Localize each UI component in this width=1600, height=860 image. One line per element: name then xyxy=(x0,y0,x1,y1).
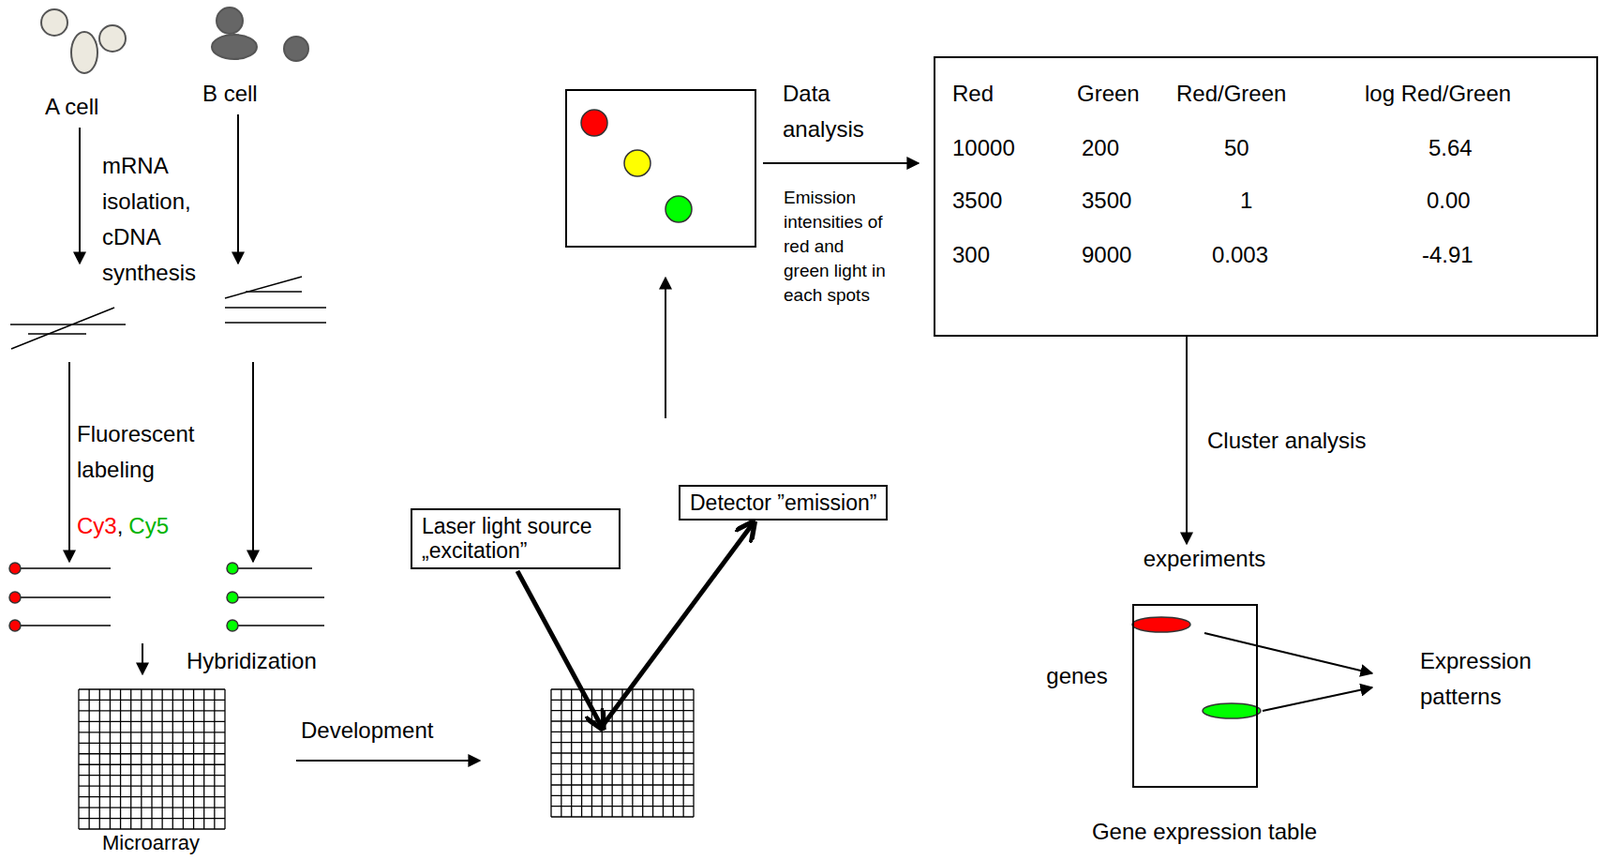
table-cell: 3500 xyxy=(1081,187,1132,214)
grid-line xyxy=(551,805,694,807)
box-label: Laser light source „excitation” xyxy=(421,513,610,564)
dye-label: Cy5 xyxy=(128,512,169,539)
flow-arrow xyxy=(78,127,81,264)
box-label: Detector ”emission” xyxy=(689,490,877,515)
a-cells xyxy=(41,9,126,74)
note-text: Emission intensities of red and green li… xyxy=(783,185,889,308)
gene-expression-table: experiments genesGene expression table xyxy=(1040,545,1322,853)
expression-marks xyxy=(1132,616,1373,718)
grid-line xyxy=(551,709,694,711)
grid-line xyxy=(78,699,225,701)
grid-line xyxy=(78,752,225,754)
cdna-strands xyxy=(10,276,327,349)
step-label: Fluorescent labeling xyxy=(76,416,218,488)
step-label: Development xyxy=(300,717,434,744)
b-cell-shape xyxy=(216,7,243,34)
result-label: Expression patterns xyxy=(1420,642,1561,715)
b-cells xyxy=(211,7,309,61)
flow-arrow xyxy=(237,114,240,264)
table-cell: 0.003 xyxy=(1211,241,1269,269)
grid-line xyxy=(78,785,225,787)
detector-box: Detector ”emission” xyxy=(678,484,888,521)
grid-line xyxy=(551,719,694,721)
table-cell: 10000 xyxy=(952,134,1016,162)
grid-line xyxy=(78,827,225,829)
dye-label: Cy3 xyxy=(76,512,118,539)
flow-arrow xyxy=(141,642,144,674)
a-cell-shape xyxy=(99,25,126,52)
table-cell: 0.00 xyxy=(1426,187,1471,214)
connector-label: Cluster analysis xyxy=(1207,427,1366,454)
cell-label: A cell xyxy=(44,93,99,120)
figure-caption: Microarray xyxy=(102,829,200,856)
table-cell: 50 xyxy=(1224,134,1250,162)
flow-arrow xyxy=(762,162,919,165)
grid-line xyxy=(551,783,694,785)
data-table-box: Red Green Red/Green log Red/Green 10000 200 50… xyxy=(933,56,1599,337)
grid-line xyxy=(551,751,694,753)
table-caption: Gene expression table xyxy=(1091,818,1317,845)
labeled-cdna xyxy=(9,562,325,631)
grid-line xyxy=(551,773,694,775)
grid-line xyxy=(78,731,225,733)
step-label: Hybridization xyxy=(186,647,317,674)
table-caption: genes xyxy=(1046,662,1107,689)
step-label: mRNA isolation, cDNA synthesis xyxy=(102,148,215,291)
a-cell-shape xyxy=(71,31,98,74)
grid-line xyxy=(78,806,225,808)
grid-line xyxy=(78,774,225,776)
grid-line xyxy=(78,742,225,744)
table-cell: 5.64 xyxy=(1428,134,1473,162)
table-cell: Green xyxy=(1076,80,1140,107)
table-cell: Red/Green xyxy=(1176,80,1286,107)
grid-line xyxy=(78,709,225,711)
grid-line xyxy=(551,815,694,817)
step-label: Data analysis xyxy=(782,75,886,148)
table-caption: experiments xyxy=(1143,545,1267,572)
cell-label: B cell xyxy=(202,80,258,107)
grid-line xyxy=(551,731,694,733)
grid-line xyxy=(78,720,225,722)
flow-connector xyxy=(1185,336,1188,544)
grid-line xyxy=(78,763,225,765)
flow-arrows xyxy=(69,114,919,761)
grid-line xyxy=(551,741,694,743)
table-frame xyxy=(1132,603,1258,788)
grid-line xyxy=(78,795,225,797)
table-cell: 9000 xyxy=(1081,241,1132,269)
table-cell: log Red/Green xyxy=(1364,80,1511,107)
grid-line xyxy=(78,817,225,819)
b-cell-shape xyxy=(284,36,309,61)
flow-arrow xyxy=(68,361,71,562)
microarray-grid xyxy=(551,688,694,817)
b-cell-shape xyxy=(211,34,257,60)
table-cell: 1 xyxy=(1240,187,1253,214)
scanned-image xyxy=(566,89,756,247)
flow-arrow xyxy=(664,277,667,419)
grid-line xyxy=(551,794,694,796)
flow-arrow xyxy=(296,759,480,762)
table-cell: 200 xyxy=(1081,134,1120,162)
table-cell: 300 xyxy=(952,241,990,269)
laser-beam xyxy=(517,570,602,727)
grid-line xyxy=(551,687,694,689)
grid-line xyxy=(78,687,225,689)
a-cell-shape xyxy=(41,9,68,36)
separator: , xyxy=(117,512,124,539)
table-cell: Red xyxy=(952,80,994,107)
table-cell: -4.91 xyxy=(1421,241,1474,269)
excitation-box: Laser light source „excitation” xyxy=(410,508,621,569)
grid-line xyxy=(551,762,694,764)
table-cell: 3500 xyxy=(952,187,1002,214)
flow-arrow xyxy=(252,361,255,562)
emission-beam xyxy=(601,523,753,727)
microarray-grid xyxy=(78,688,225,829)
